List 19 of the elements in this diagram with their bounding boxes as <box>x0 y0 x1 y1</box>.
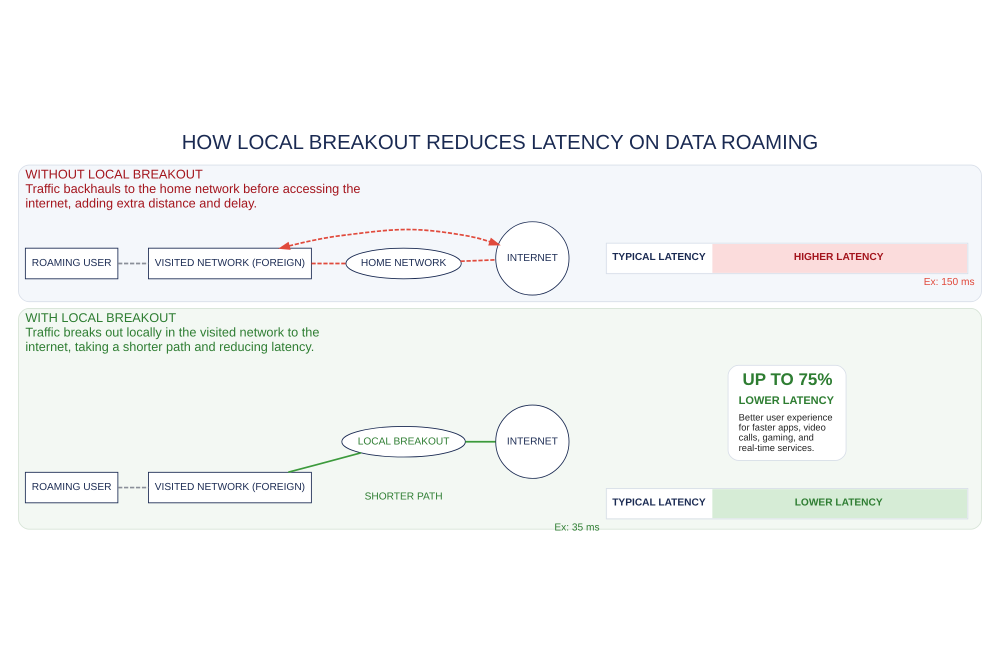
arrow <box>278 228 501 250</box>
connector <box>460 258 496 262</box>
diagram-title: HOW LOCAL BREAKOUT REDUCES LATENCY ON DATA ROAMING <box>182 132 818 154</box>
connector <box>288 452 362 473</box>
node-box: UP TO 75% LOWER LATENCY Better user experience for faster apps, video calls, gaming, and real-time services. <box>728 364 846 460</box>
node-box: VISITED NETWORK (FOREIGN) <box>148 471 312 503</box>
node-label: Ex: 150 ms <box>924 276 975 288</box>
connector <box>118 486 148 488</box>
connector <box>465 440 496 442</box>
label: SHORTER PATH <box>364 491 443 502</box>
node-box: ROAMING USER <box>24 471 118 503</box>
node-ellipse: HOME NETWORK <box>346 247 462 279</box>
connector <box>118 262 148 264</box>
node-circle: INTERNET <box>495 220 570 295</box>
node-circle: INTERNET <box>495 404 570 478</box>
node-box: VISITED NETWORK (FOREIGN) <box>148 247 312 279</box>
node-box: ROAMING USER <box>24 247 118 279</box>
node-ellipse: LOCAL BREAKOUT <box>341 426 466 457</box>
connector <box>311 262 346 264</box>
